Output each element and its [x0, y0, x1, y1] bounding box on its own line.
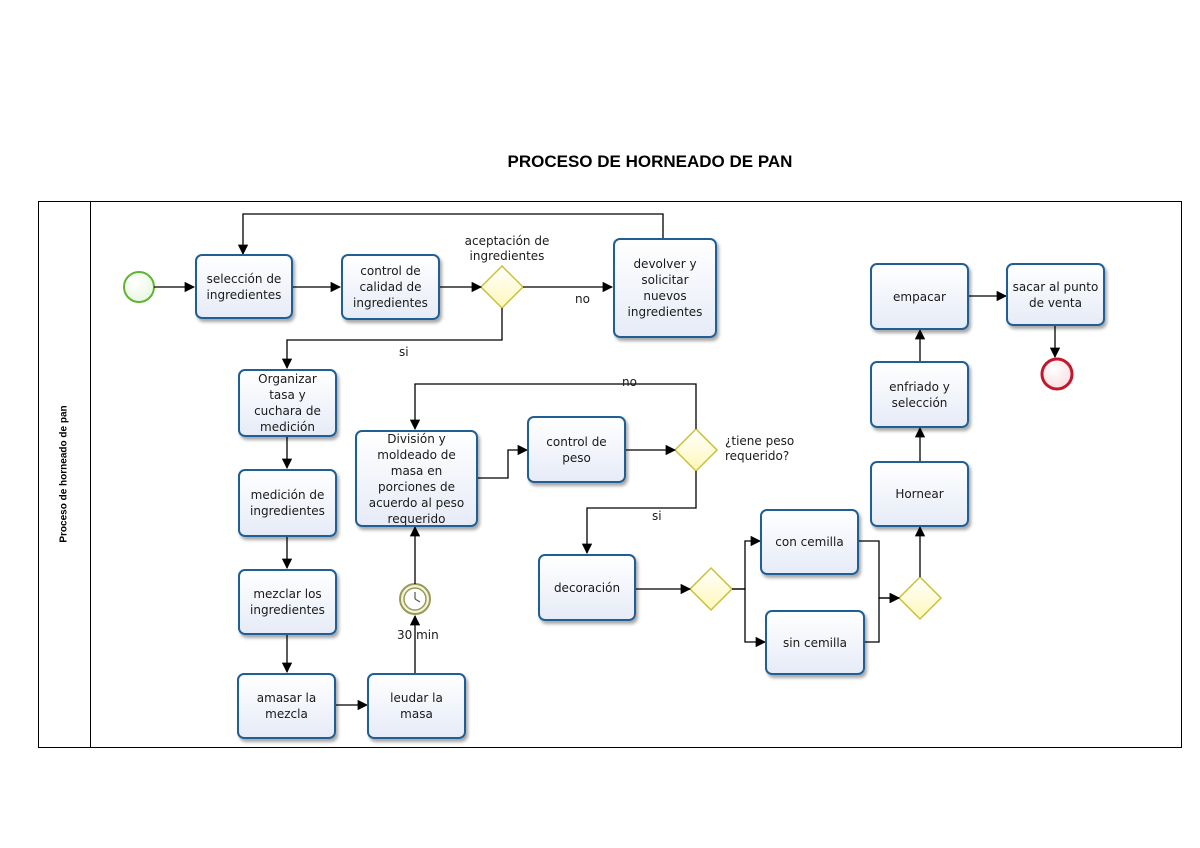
lane-divider: [90, 201, 91, 748]
task-leudar: leudar la masa: [367, 673, 466, 739]
task-control-peso: control de peso: [527, 416, 626, 483]
diagram-title: PROCESO DE HORNEADO DE PAN: [507, 152, 793, 171]
flow-gateway-organizar: [281, 308, 503, 370]
flow-concemilla-merge: [859, 540, 901, 604]
task-con-cemilla: con cemilla: [760, 509, 859, 575]
task-division: División y moldeado de masa en porciones…: [355, 430, 478, 527]
task-control-calidad: control de calidad de ingredientes: [341, 254, 440, 320]
flow-devolver-seleccion: [237, 213, 664, 256]
task-medicion: medición de ingredientes: [238, 469, 337, 537]
flow-label-si-1: si: [399, 345, 409, 359]
flow-division-controlpeso: [478, 444, 529, 479]
start-event: [123, 271, 155, 303]
gateway-tiene-peso: [673, 427, 719, 473]
flow-gateway-division: [409, 383, 697, 431]
gateway-label-tiene-peso: ¿tiene peso requerido?: [725, 434, 795, 463]
task-sin-cemilla: sin cemilla: [765, 610, 865, 675]
task-amasar: amasar la mezcla: [237, 673, 336, 739]
flow-sincemilla-merge: [865, 592, 901, 643]
task-decoracion: decoración: [538, 554, 636, 621]
task-hornear: Hornear: [870, 461, 969, 527]
flow-split-sincemilla: [732, 588, 767, 648]
gateway-decoracion-split: [688, 566, 734, 612]
gateway-label-aceptacion: aceptación de ingredientes: [464, 234, 550, 263]
flow-label-si-2: si: [652, 509, 662, 523]
gateway-hornear-merge: [897, 575, 943, 621]
task-sacar: sacar al punto de venta: [1006, 263, 1105, 326]
task-devolver: devolver y solicitar nuevos ingredientes: [613, 238, 717, 338]
task-seleccion: selección de ingredientes: [195, 254, 293, 319]
task-empacar: empacar: [870, 263, 969, 330]
task-enfriado: enfriado y selección: [870, 361, 969, 428]
end-event: [1040, 357, 1074, 391]
gateway-aceptacion: [479, 264, 525, 310]
timer-icon: [399, 583, 431, 615]
flow-gateway-decoracion: [581, 471, 697, 555]
flow-split-concemilla: [732, 535, 762, 590]
task-organizar: Organizar tasa y cuchara de medición: [238, 369, 337, 437]
pool: [38, 201, 1182, 748]
flow-label-no-2: no: [622, 375, 637, 389]
task-mezclar: mezclar los ingredientes: [238, 569, 337, 635]
flow-label-no-1: no: [575, 292, 590, 306]
timer-label: 30 min: [397, 628, 439, 642]
